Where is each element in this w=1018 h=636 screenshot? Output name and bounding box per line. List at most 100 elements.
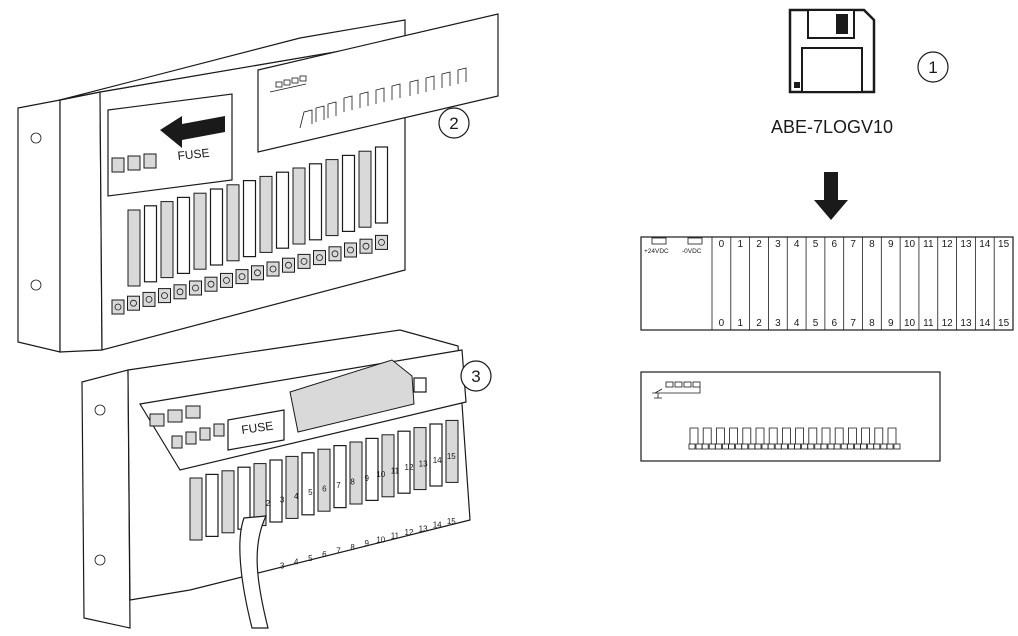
screw-terminal (251, 265, 264, 281)
screw-terminal (328, 246, 342, 262)
relay-body (374, 146, 389, 224)
arrow-left-icon (160, 116, 225, 148)
template-terminal-mark (781, 443, 788, 450)
strip-channel-top: 13 (960, 239, 972, 250)
template-relay-mark (716, 427, 725, 444)
module-channel-upper: 8 (350, 477, 355, 486)
relay-body (189, 477, 203, 541)
template-terminal-mark (754, 443, 762, 450)
screw-terminal (313, 250, 326, 266)
module-channel-lower: 6 (322, 550, 327, 559)
template-terminal-mark (833, 443, 841, 450)
svg-text:1: 1 (928, 58, 937, 77)
screw-terminal (297, 253, 311, 269)
template-relay-mark (702, 427, 712, 444)
strip-channel-bottom: 3 (775, 318, 781, 329)
relay-symbol-icon (652, 381, 701, 399)
screw-head (254, 269, 261, 277)
template-terminal-mark (767, 443, 775, 450)
relay-body (193, 192, 207, 270)
svg-text:3: 3 (471, 367, 480, 386)
module-channel-upper: 11 (391, 467, 400, 476)
strip-channel-bottom: 6 (832, 318, 838, 329)
strip-channel-bottom: 14 (979, 318, 991, 329)
relay-body (226, 184, 240, 262)
arrow-down-icon (814, 172, 848, 220)
module-channel-upper: 6 (322, 485, 327, 494)
relay-body (209, 188, 224, 266)
screw-head (269, 265, 277, 273)
label-strip-insert (257, 13, 499, 153)
strip-channel-bottom: 10 (904, 318, 916, 329)
strip-channel-top: 5 (813, 239, 819, 250)
module-channel-lower: 4 (294, 558, 299, 567)
strip-channel-bottom: 7 (850, 318, 856, 329)
strip-channel-top: 7 (850, 239, 856, 250)
screw-head (130, 299, 137, 307)
template-relay-mark (848, 427, 857, 444)
fuse-label-top: FUSE (177, 146, 210, 163)
module-channel-lower: 8 (350, 543, 355, 552)
relay-body (429, 423, 443, 487)
relay-body (301, 452, 315, 516)
module-channel-lower: 10 (376, 535, 385, 544)
screw-head (347, 246, 354, 254)
screw-terminal (282, 257, 295, 273)
screw-terminal (266, 261, 280, 277)
strip-channel-bottom: 4 (794, 318, 800, 329)
relay-body (259, 175, 273, 253)
module-channel-lower: 5 (308, 554, 313, 563)
fuse-label-bottom: FUSE (240, 419, 274, 437)
screw-terminal (142, 291, 156, 307)
screw-head (114, 303, 122, 311)
module-channel-lower: 14 (433, 521, 442, 530)
template-terminal-mark (715, 443, 722, 450)
template-terminal-mark (847, 443, 854, 450)
strip-channel-bottom: 8 (869, 318, 875, 329)
relay-body (269, 459, 283, 523)
relay-body (160, 201, 174, 279)
template-terminal-mark (820, 443, 828, 450)
relay-body (285, 455, 299, 519)
module-channel-lower: 13 (419, 524, 428, 533)
strip-channel-bottom: 13 (960, 318, 972, 329)
svg-text:2: 2 (449, 114, 458, 133)
template-terminal-mark (728, 443, 735, 450)
screw-head (192, 284, 199, 292)
screw-terminal (204, 276, 218, 292)
strip-channel-bottom: 15 (998, 318, 1010, 329)
screw-head (223, 276, 230, 284)
template-relay-mark (887, 427, 897, 444)
strip-channel-bottom: 0 (719, 318, 725, 329)
strip-channel-top: 6 (832, 239, 838, 250)
strip-channel-bottom: 1 (737, 318, 743, 329)
template-relay-mark (782, 427, 791, 444)
module-channel-upper: 7 (336, 481, 341, 490)
relay-body (176, 196, 191, 274)
template-relay-mark (874, 427, 884, 444)
module-channel-upper: 4 (294, 492, 299, 501)
screw-terminal (173, 284, 187, 300)
screw-head (362, 242, 370, 250)
module-channel-lower: 9 (364, 539, 369, 548)
module-channel-upper: 15 (447, 452, 456, 461)
screw-terminal (375, 234, 388, 250)
strip-channel-bottom: 11 (923, 318, 934, 329)
template-relay-mark (768, 427, 778, 444)
relay-module-top: FUSE 2 (17, 13, 499, 353)
module-channel-lower: 11 (391, 532, 400, 541)
module-channel-upper: 12 (405, 463, 414, 472)
module-channel-upper: 14 (433, 456, 442, 465)
screw-terminal (111, 299, 125, 315)
relay-body (413, 427, 427, 491)
template-relay-mark (755, 427, 765, 444)
screw-terminal (158, 288, 171, 304)
relay-body (349, 441, 363, 505)
curled-label-strip (239, 515, 269, 629)
relay-body (381, 434, 395, 498)
relay-body (317, 448, 331, 512)
module-channel-upper: 10 (376, 470, 385, 479)
screw-head (378, 238, 385, 246)
